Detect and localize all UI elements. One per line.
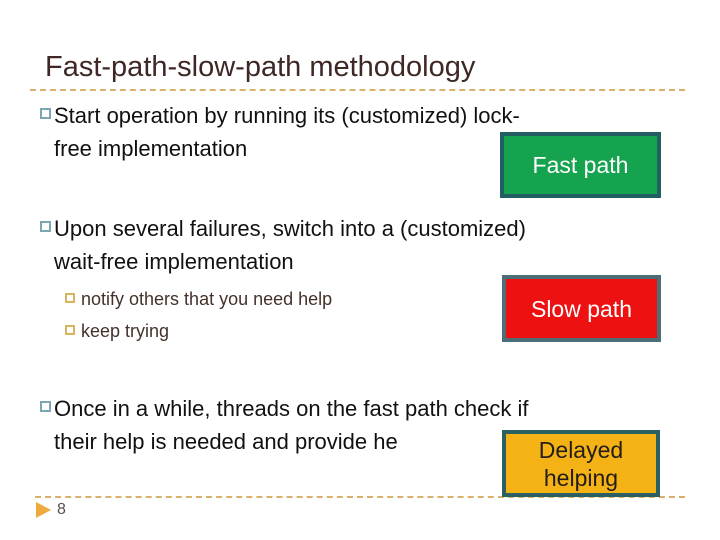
bullet-square-icon bbox=[40, 108, 51, 119]
delayed-helping-label: Delayed helping bbox=[539, 436, 623, 492]
title-dashed-rule bbox=[30, 89, 685, 91]
bullet-text: Once in a while, threads on the fast pat… bbox=[54, 392, 529, 458]
sub-bullet-notify: notify others that you need help bbox=[65, 285, 332, 317]
sub-bullet-square-icon bbox=[65, 293, 75, 303]
bullet-line: free implementation bbox=[54, 136, 248, 161]
bullet-line: Once in a while, threads on the fast pat… bbox=[54, 396, 529, 421]
slow-path-callout-box: Slow path bbox=[502, 275, 661, 342]
bullet-once-in-a-while: Once in a while, threads on the fast pat… bbox=[40, 392, 529, 458]
slow-path-label: Slow path bbox=[530, 295, 632, 322]
page-number: 8 bbox=[57, 501, 66, 518]
fast-path-label: Fast path bbox=[532, 152, 629, 178]
bullet-text: Start operation by running its (customiz… bbox=[54, 99, 520, 165]
sub-bullet-keep-trying: keep trying bbox=[65, 317, 332, 349]
bullet-start-operation: Start operation by running its (customiz… bbox=[40, 99, 520, 165]
bullet-line: Upon several failures, switch into a (cu… bbox=[54, 216, 526, 241]
bullet-text: Upon several failures, switch into a (cu… bbox=[54, 212, 526, 278]
bullet-upon-failures: Upon several failures, switch into a (cu… bbox=[40, 212, 526, 278]
bullet-line: their help is needed and provide he bbox=[54, 429, 398, 454]
delayed-helping-line2: helping bbox=[543, 464, 619, 491]
slide-title: Fast-path-slow-path methodology bbox=[45, 51, 476, 83]
bullet-line: Start operation by running its (customiz… bbox=[54, 103, 520, 128]
delayed-helping-callout-box: Delayed helping bbox=[502, 430, 660, 497]
fast-path-callout-box: Fast path bbox=[500, 132, 661, 198]
sub-bullet-list: notify others that you need help keep tr… bbox=[65, 285, 332, 349]
bullet-line: wait-free implementation bbox=[54, 249, 294, 274]
footer-dashed-rule bbox=[35, 496, 685, 498]
delayed-helping-line1: Delayed bbox=[538, 436, 624, 463]
sub-bullet-text: keep trying bbox=[81, 321, 170, 341]
bullet-square-icon bbox=[40, 221, 51, 232]
sub-bullet-square-icon bbox=[65, 325, 75, 335]
footer-arrow-icon bbox=[36, 502, 51, 518]
bullet-square-icon bbox=[40, 401, 51, 412]
sub-bullet-text: notify others that you need help bbox=[81, 289, 333, 309]
